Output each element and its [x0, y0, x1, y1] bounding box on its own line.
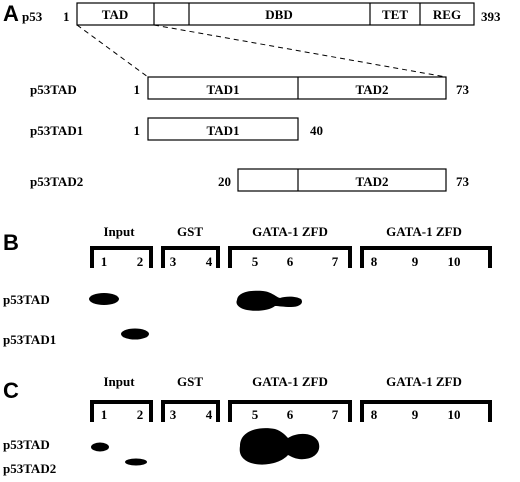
construct-p53tad1-bar: TAD1: [147, 117, 299, 141]
panel-b-band-lane2: [121, 328, 149, 340]
panel-a-label: A: [3, 1, 19, 26]
p53-name: p53: [22, 9, 43, 24]
construct-p53tad-domain-tad2: TAD2: [356, 82, 389, 97]
construct-p53tad2-bar: TAD2: [237, 168, 447, 192]
panel-b-band-lane1: [89, 293, 119, 305]
construct-p53tad-bar: TAD1 TAD2: [147, 76, 447, 100]
panel-c-group-input: Input: [103, 374, 135, 389]
domain-dbd: DBD: [265, 7, 292, 22]
panel-b-lane-8: 8: [371, 254, 378, 269]
panel-c-lane-2: 2: [137, 407, 144, 422]
panel-b-group-gata1-b: GATA-1 ZFD: [386, 224, 462, 239]
panel-c-row-p53tad2: p53TAD2: [3, 461, 56, 476]
panel-b-row-p53tad1: p53TAD1: [3, 332, 56, 347]
panel-b-lane-7: 7: [332, 254, 339, 269]
panel-b-lane-4: 4: [206, 254, 213, 269]
p53-end: 393: [481, 9, 501, 24]
panel-c-lane-7: 7: [332, 407, 339, 422]
domain-tet: TET: [382, 7, 408, 22]
panel-b-bracket-gst: [161, 246, 220, 268]
panel-b-bracket-gata1-a: [228, 246, 352, 268]
panel-c-label: C: [3, 378, 19, 403]
panel-c-lane-10: 10: [448, 407, 461, 422]
construct-p53tad1-start: 1: [134, 123, 141, 138]
zoom-line-left: [76, 24, 149, 78]
panel-b-lane-5: 5: [252, 254, 259, 269]
panel-c-bracket-input: [90, 400, 153, 422]
panel-b-group-gata1-a: GATA-1 ZFD: [252, 224, 328, 239]
panel-b-lane-1: 1: [101, 254, 108, 269]
construct-p53tad2-start: 20: [218, 174, 231, 189]
panel-c-group-gata1-a: GATA-1 ZFD: [252, 374, 328, 389]
panel-c-lane-8: 8: [371, 407, 378, 422]
construct-p53tad-end: 73: [456, 82, 470, 97]
panel-b-lane-3: 3: [170, 254, 177, 269]
panel-c-lane-1: 1: [101, 407, 108, 422]
construct-p53tad-name: p53TAD: [30, 82, 77, 97]
construct-p53tad1-end: 40: [310, 123, 323, 138]
construct-p53tad1-name: p53TAD1: [30, 123, 83, 138]
panel-c-lane-9: 9: [412, 407, 419, 422]
zoom-line-right: [153, 24, 447, 78]
panel-b-row-p53tad: p53TAD: [3, 292, 50, 307]
construct-p53tad-domain-tad1: TAD1: [207, 82, 240, 97]
construct-p53tad1-domain-tad1: TAD1: [207, 123, 240, 138]
panel-c-band-lane2: [125, 458, 147, 466]
panel-c-band-lanes5-6: [239, 428, 320, 465]
domain-tad: TAD: [102, 7, 128, 22]
panel-c-group-gst: GST: [177, 374, 203, 389]
panel-c-lane-5: 5: [252, 407, 259, 422]
panel-b-lane-10: 10: [448, 254, 461, 269]
panel-b-lane-9: 9: [412, 254, 419, 269]
domain-reg: REG: [433, 7, 461, 22]
panel-c-row-p53tad: p53TAD: [3, 437, 50, 452]
panel-b-lane-6: 6: [287, 254, 294, 269]
panel-b-lane-2: 2: [137, 254, 144, 269]
panel-b-label: B: [3, 230, 19, 255]
construct-p53tad2-name: p53TAD2: [30, 174, 83, 189]
panel-b-bracket-gata1-b: [360, 246, 492, 268]
construct-p53tad2-domain-tad2: TAD2: [356, 174, 389, 189]
p53-domain-bar: TAD DBD TET REG: [76, 2, 475, 26]
panel-c-lane-6: 6: [287, 407, 294, 422]
panel-b-group-gst: GST: [177, 224, 203, 239]
panel-b-bracket-input: [90, 246, 153, 268]
panel-c-group-gata1-b: GATA-1 ZFD: [386, 374, 462, 389]
construct-p53tad2-end: 73: [456, 174, 470, 189]
panel-c-bracket-gata1-a: [228, 400, 352, 422]
panel-c-band-lane1: [91, 442, 109, 452]
construct-p53tad-start: 1: [134, 82, 141, 97]
panel-b-band-lanes5-6: [236, 290, 302, 311]
panel-c-bracket-gata1-b: [360, 400, 492, 422]
panel-b-group-input: Input: [103, 224, 135, 239]
panel-c-lane-3: 3: [170, 407, 177, 422]
p53-bar-outline: [76, 2, 475, 26]
p53-start: 1: [63, 9, 70, 24]
panel-c-lane-4: 4: [206, 407, 213, 422]
panel-c-bracket-gst: [161, 400, 220, 422]
